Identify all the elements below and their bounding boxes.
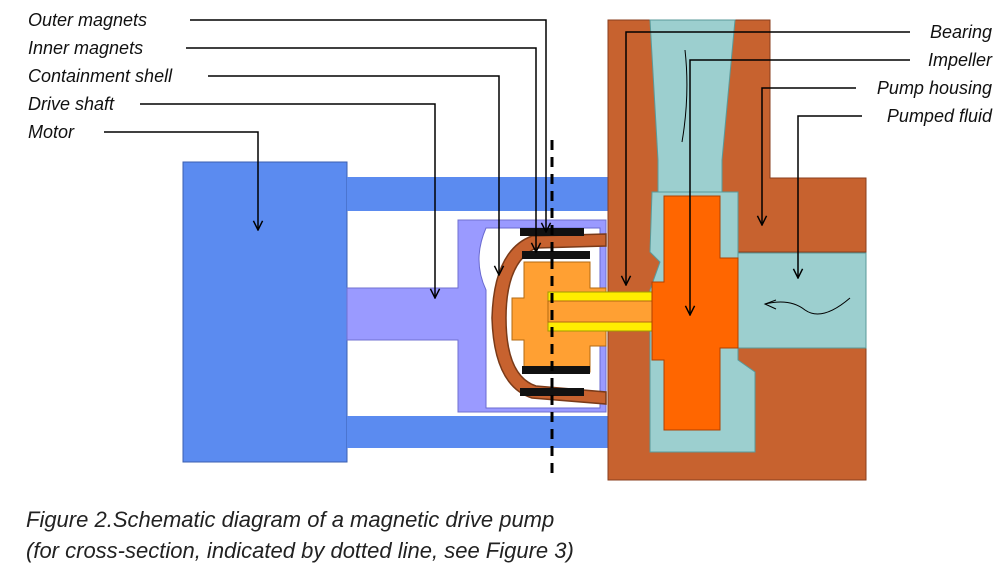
leader-pump-housing	[762, 87, 856, 225]
figure-caption: Figure 2.Schematic diagram of a magnetic…	[26, 504, 786, 566]
leader-motor	[104, 131, 258, 230]
leader-drive-shaft	[140, 103, 435, 298]
outer-magnet-bottom	[520, 388, 584, 396]
label-containment-shell: Containment shell	[28, 66, 173, 86]
motor-body	[182, 161, 348, 463]
leader-outer-magnets	[190, 19, 546, 232]
label-pump-housing: Pump housing	[877, 78, 992, 98]
label-inner-magnets: Inner magnets	[28, 38, 143, 58]
leader-inner-magnets	[186, 47, 536, 252]
shaft-core	[547, 300, 653, 323]
label-pumped-fluid: Pumped fluid	[887, 106, 993, 126]
drive-shaft-lower	[547, 321, 653, 332]
label-impeller: Impeller	[928, 50, 993, 70]
fluid-flow-arrow-outlet	[764, 297, 851, 315]
leader-containment-shell	[208, 75, 499, 275]
motor-bracket-bottom	[347, 416, 609, 448]
leader-bearing	[626, 31, 910, 285]
label-drive-shaft: Drive shaft	[28, 94, 115, 114]
drive-shaft-upper	[547, 291, 653, 302]
leader-impeller	[690, 59, 910, 315]
inner-magnet-top	[522, 251, 590, 259]
caption-line-1: Figure 2.Schematic diagram of a magnetic…	[26, 507, 555, 532]
fluid-flow-arrow-inlet	[681, 49, 688, 143]
flow-arrowhead	[763, 299, 777, 310]
fluid-outlet-channel	[719, 252, 867, 349]
label-bearing: Bearing	[930, 22, 992, 42]
containment-shell	[491, 233, 607, 405]
inner-magnet-bottom	[522, 366, 590, 374]
label-outer-magnets: Outer magnets	[28, 10, 147, 30]
motor-bracket-top	[347, 177, 609, 211]
caption-line-2: (for cross-section, indicated by dotted …	[26, 538, 574, 563]
label-motor: Motor	[28, 122, 75, 142]
leader-pumped-fluid	[798, 115, 862, 278]
